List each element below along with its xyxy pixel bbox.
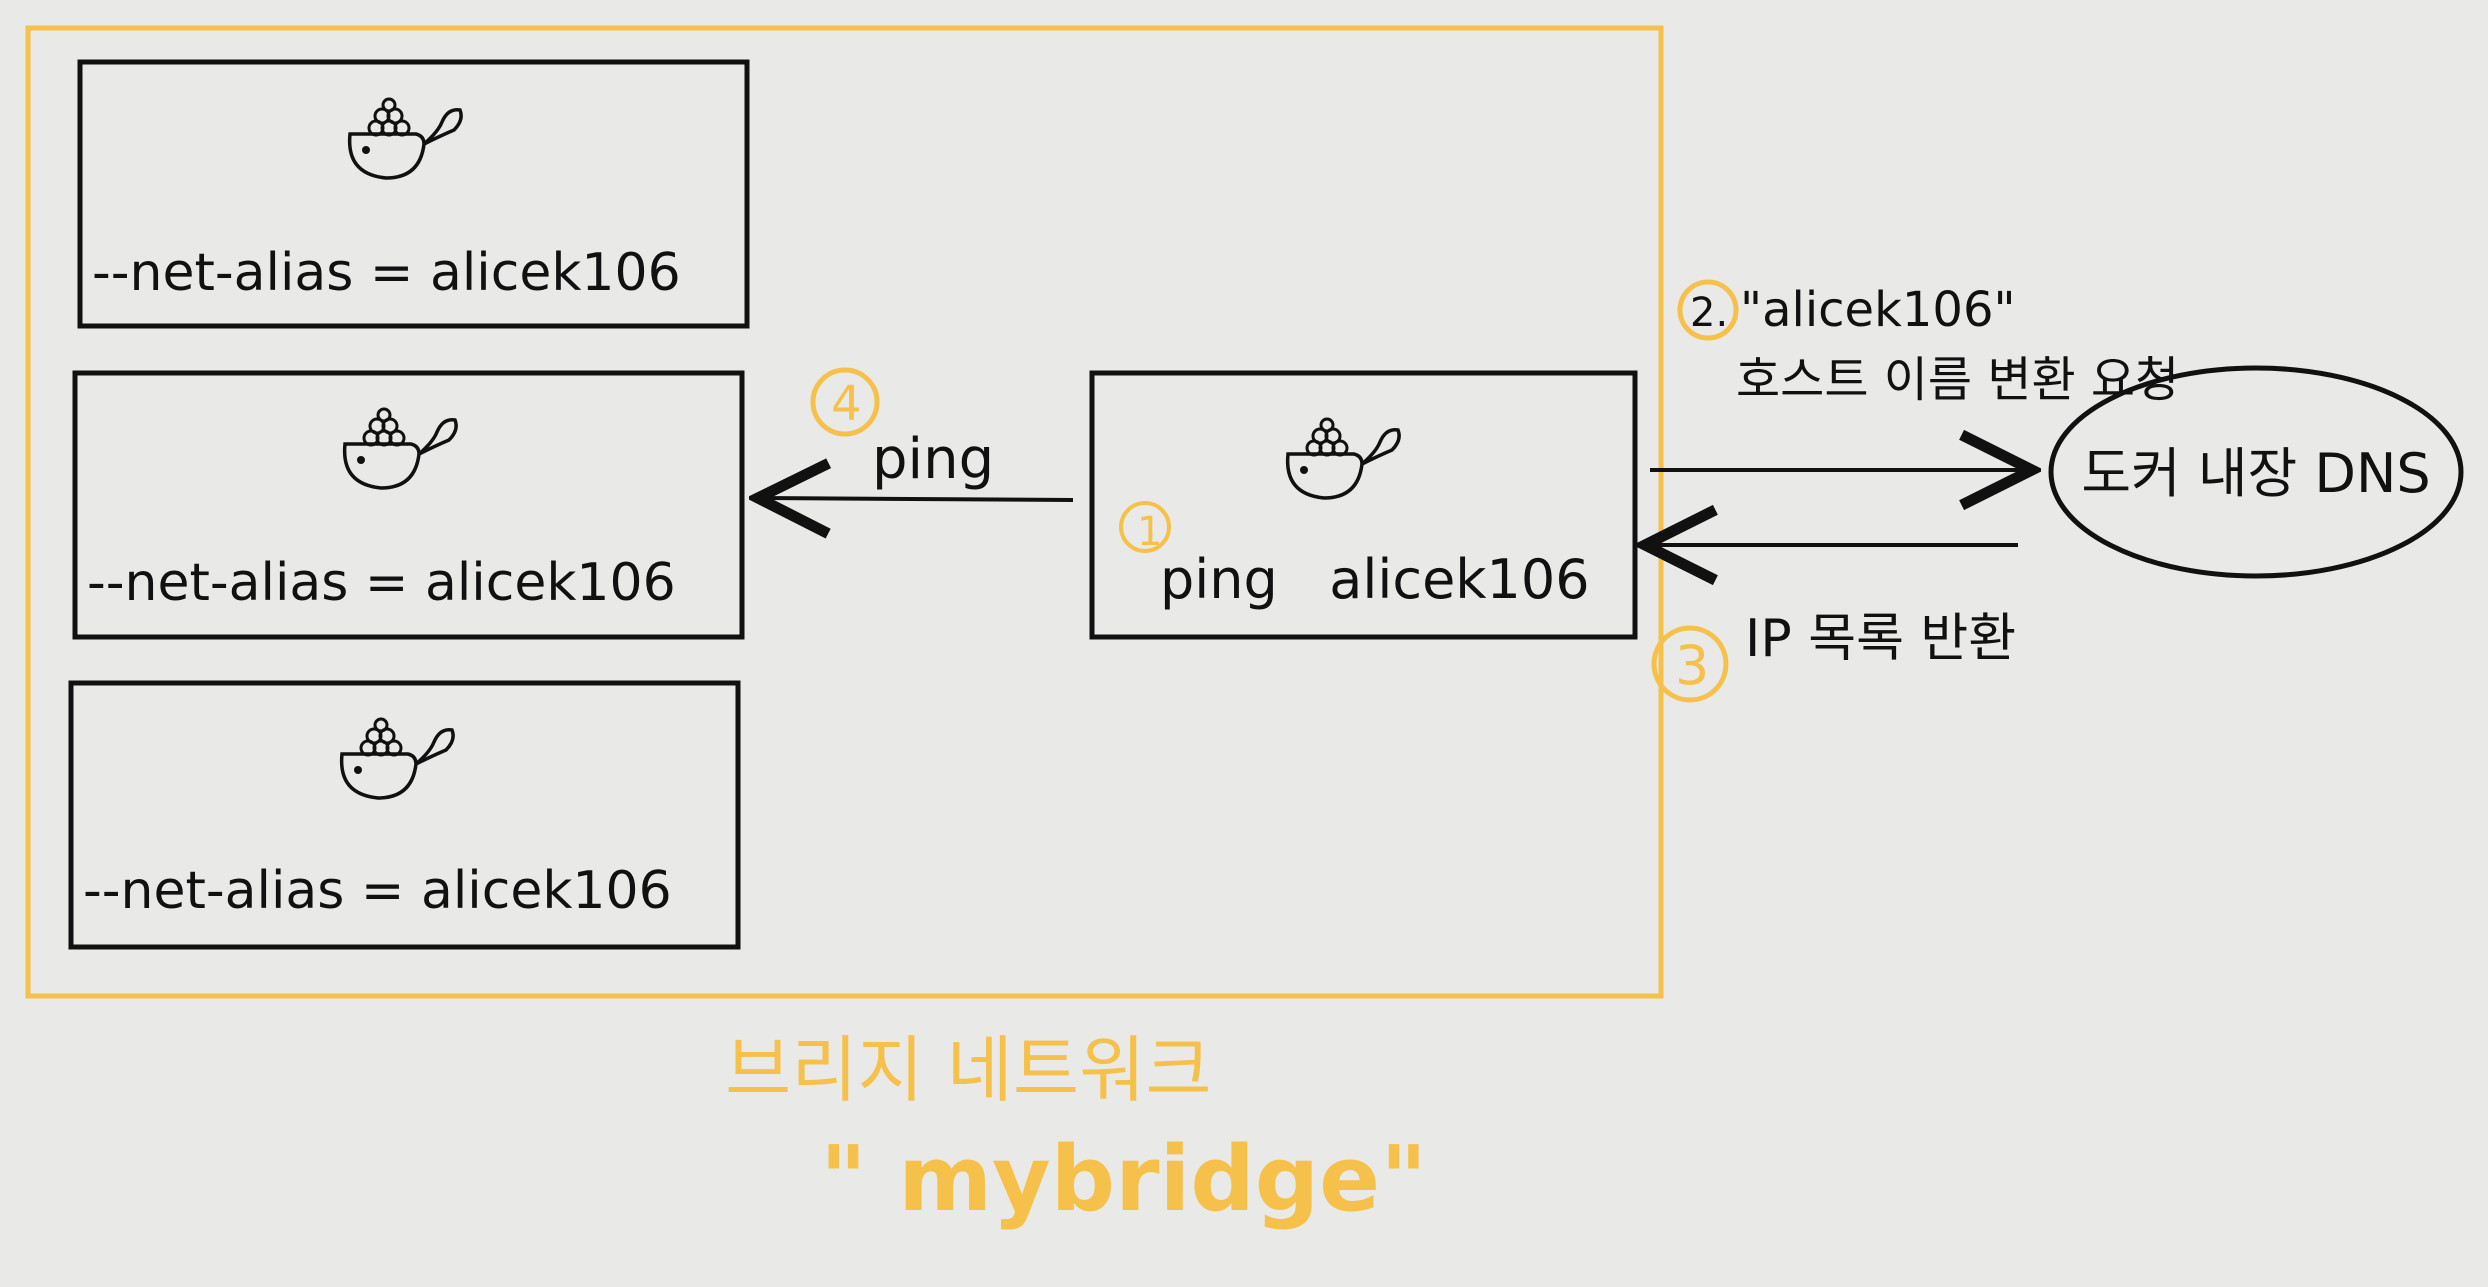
- svg-text:3: 3: [1675, 634, 1709, 697]
- svg-text:4: 4: [831, 376, 862, 432]
- docker-whale-icon: [339, 717, 455, 800]
- docker-whale-icon: [347, 97, 463, 180]
- network-caption-line1: 브리지 네트워크: [725, 1028, 1212, 1112]
- docker-whale-icon: [342, 407, 458, 490]
- bridge-network-frame: [25, 25, 1664, 999]
- container-box-1[interactable]: --net-alias = alicek106: [77, 59, 750, 329]
- network-caption-line2: " mybridge": [820, 1127, 1427, 1232]
- container-box-2[interactable]: --net-alias = alicek106: [72, 370, 745, 640]
- client-command-label: ping alicek106: [1160, 548, 1590, 611]
- step-3-text: IP 목록 반환: [1745, 609, 2016, 669]
- step-1-marker: 1: [1119, 501, 1171, 555]
- docker-whale-icon: [1285, 417, 1401, 500]
- container-alias-label: --net-alias = alicek106: [92, 243, 681, 303]
- svg-text:2.: 2.: [1690, 290, 1728, 336]
- container-box-3[interactable]: --net-alias = alicek106: [68, 680, 741, 950]
- step-2-text-line1: "alicek106": [1740, 282, 2016, 338]
- container-alias-label: --net-alias = alicek106: [87, 553, 676, 613]
- svg-text:1: 1: [1137, 509, 1162, 555]
- step-3-marker: 3: [1651, 625, 1729, 703]
- ping-arrow: [758, 498, 1074, 500]
- container-alias-label: --net-alias = alicek106: [83, 861, 672, 921]
- docker-dns-node[interactable]: 도커 내장 DNS: [2048, 365, 2464, 579]
- step-4-marker: 4: [810, 367, 880, 437]
- step-2-marker: 2.: [1677, 279, 1739, 341]
- client-container-box[interactable]: ping alicek106: [1089, 370, 1638, 640]
- dns-label: 도커 내장 DNS: [2081, 442, 2430, 505]
- ping-label: ping: [872, 427, 994, 492]
